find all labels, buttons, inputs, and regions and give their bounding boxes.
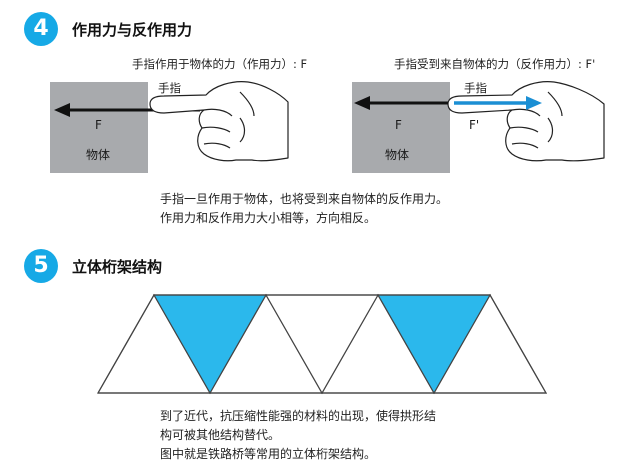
section-4-title: 作用力与反作用力 [72, 21, 193, 39]
section-5-description: 到了近代，抗压缩性能强的材料的出现，使得拱形结 构可被其他结构替代。 图中就是铁… [160, 407, 436, 464]
left-caption: 手指作用于物体的力（作用力）: F [132, 57, 308, 71]
section-5-desc-line-2: 构可被其他结构替代。 [160, 428, 281, 442]
right-finger-label: 手指 [464, 81, 487, 95]
section-5-badge: 5 [24, 249, 58, 283]
right-caption: 手指受到来自物体的力（反作用力）: F' [394, 57, 596, 71]
section-4-description: 手指一旦作用于物体，也将受到来自物体的反作用力。 作用力和反作用力大小相等，方向… [160, 190, 448, 228]
left-force-label: F [95, 118, 102, 132]
right-force-label-finger: F' [469, 118, 480, 132]
section-4-badge: 4 [24, 12, 58, 46]
left-finger-label: 手指 [158, 81, 181, 95]
section-5-desc-line-1: 到了近代，抗压缩性能强的材料的出现，使得拱形结 [160, 409, 437, 423]
left-object-box [50, 82, 148, 173]
section-5-title: 立体桁架结构 [72, 258, 163, 276]
section-5-desc-line-3: 图中就是铁路桥等常用的立体桁架结构。 [160, 447, 377, 461]
left-object-label: 物体 [86, 148, 111, 162]
right-object-label: 物体 [385, 148, 410, 162]
truss-outline [97, 294, 548, 394]
section-4-desc-line-2: 作用力和反作用力大小相等，方向相反。 [160, 211, 377, 225]
section-4-desc-line-1: 手指一旦作用于物体，也将受到来自物体的反作用力。 [160, 192, 449, 206]
right-force-label-object: F [395, 118, 402, 132]
